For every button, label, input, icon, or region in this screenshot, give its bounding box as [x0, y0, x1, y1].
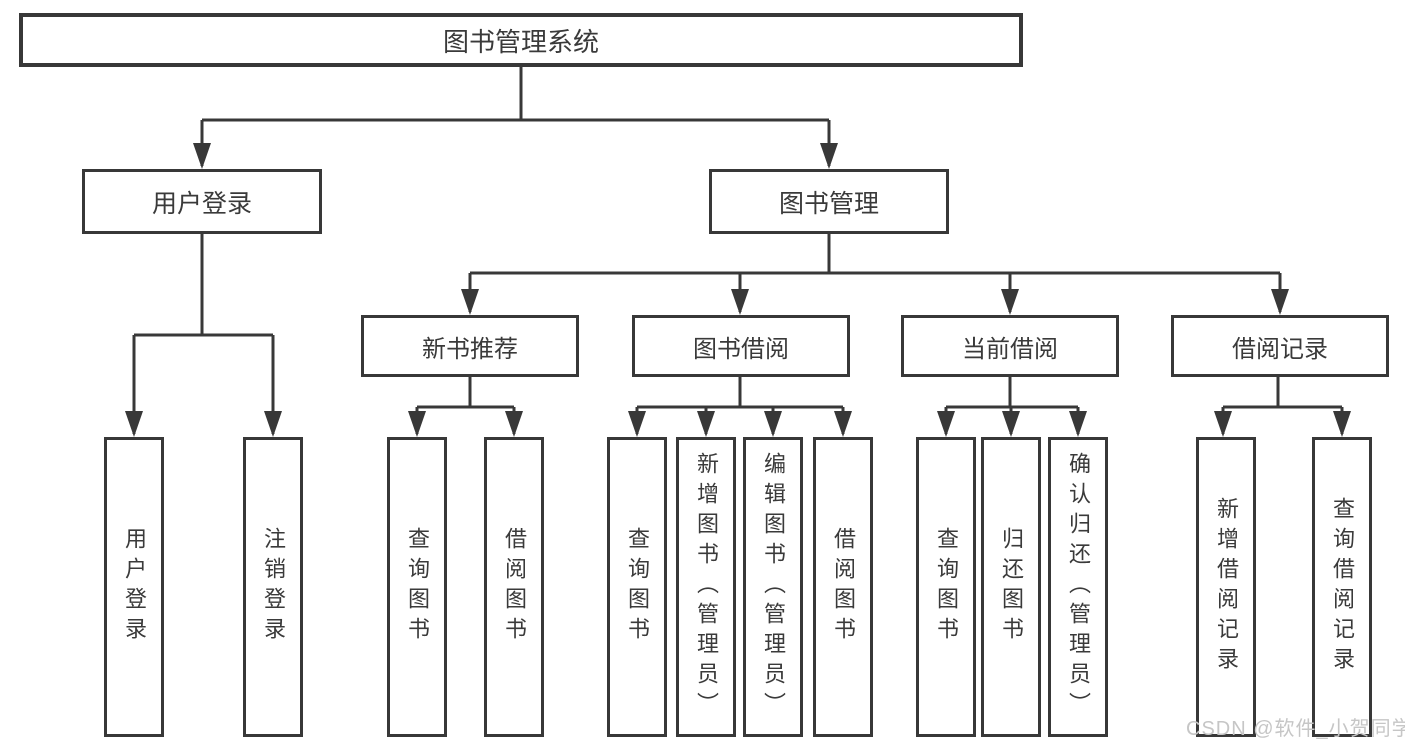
node-book-borrowing: 图书借阅 [632, 315, 850, 377]
leaf-add-borrow-record: 新增借阅记录 [1196, 437, 1256, 737]
leaf-query-borrow-record: 查询借阅记录 [1312, 437, 1372, 737]
leaf-return-books: 归还图书 [981, 437, 1041, 737]
leaf-confirm-return-admin: 确认归还（管理员） [1048, 437, 1108, 737]
node-borrowing-records: 借阅记录 [1171, 315, 1389, 377]
node-current-borrowing: 当前借阅 [901, 315, 1119, 377]
leaf-borrow-books-borrowing: 借阅图书 [813, 437, 873, 737]
leaf-query-books-borrowing: 查询图书 [607, 437, 667, 737]
csdn-watermark: CSDN @软件_小贺同学 [1186, 718, 1405, 740]
node-user-login-branch: 用户登录 [82, 169, 322, 234]
leaf-user-login: 用户登录 [104, 437, 164, 737]
leaf-query-books-current: 查询图书 [916, 437, 976, 737]
leaf-borrow-books-recommend: 借阅图书 [484, 437, 544, 737]
leaf-add-books-admin: 新增图书（管理员） [676, 437, 736, 737]
node-book-management-branch: 图书管理 [709, 169, 949, 234]
node-new-book-recommendation: 新书推荐 [361, 315, 579, 377]
leaf-query-books-recommend: 查询图书 [387, 437, 447, 737]
node-library-management-system: 图书管理系统 [19, 13, 1023, 67]
leaf-logout: 注销登录 [243, 437, 303, 737]
leaf-edit-books-admin: 编辑图书（管理员） [743, 437, 803, 737]
